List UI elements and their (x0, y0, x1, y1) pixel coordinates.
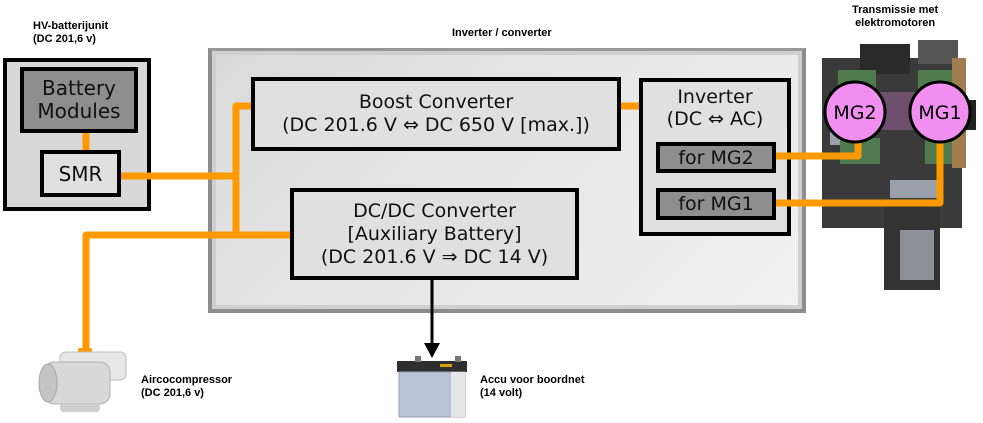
aircompressor-voltage: (DC 201,6 v) (141, 387, 204, 399)
boost-converter-spec: (DC 201.6 V ⇔ DC 650 V [max.]) (282, 114, 590, 136)
wire-bus-vertical (232, 102, 251, 235)
battery-unit-title-block: HV-batterijunit (DC 201,6 v) (33, 20, 108, 46)
battery-unit-title: HV-batterijunit (33, 20, 109, 32)
motor-mg1-circle (908, 80, 972, 144)
battery-modules-line1: Battery (41, 76, 117, 100)
battery-modules-box: Battery Modules (20, 67, 138, 133)
boost-converter-box: Boost Converter (DC 201.6 V ⇔ DC 650 V [… (251, 77, 621, 151)
aux-battery-label-block: Accu voor boordnet (14 volt) (480, 374, 585, 400)
inverter-mg2-box: for MG2 (656, 142, 776, 173)
boost-converter-title: Boost Converter (358, 91, 514, 113)
motor-mg1: MG1 (908, 80, 972, 144)
transmission-title-line2: elektromotoren (855, 17, 936, 29)
smr-label: SMR (58, 161, 103, 186)
battery-modules-line2: Modules (37, 99, 121, 123)
transmission-title-block: Transmissie met elektromotoren (852, 4, 938, 30)
inverter-title: Inverter (677, 86, 753, 108)
inverter-mg1-label: for MG1 (678, 193, 754, 215)
aux-battery-title: Accu voor boordnet (480, 374, 585, 386)
inverter-mg1-box: for MG1 (656, 188, 776, 220)
smr-box: SMR (40, 150, 121, 197)
motor-mg2-circle (823, 80, 887, 144)
dcdc-converter-spec: (DC 201.6 V ⇒ DC 14 V) (320, 245, 549, 268)
dcdc-converter-subtitle: [Auxiliary Battery] (347, 222, 522, 245)
arrow-head-icon (424, 343, 440, 358)
wire-mg2 (776, 140, 862, 160)
dcdc-converter-title: DC/DC Converter (353, 199, 516, 222)
battery-unit-voltage: (DC 201,6 v) (33, 33, 96, 45)
aux-battery-icon (397, 356, 467, 418)
dcdc-converter-box: DC/DC Converter [Auxiliary Battery] (DC … (290, 188, 579, 280)
hv-wiring (82, 102, 944, 350)
arrow-to-aux-battery (424, 280, 440, 358)
inverter-converter-title: Inverter / converter (452, 27, 552, 39)
wire-mg1 (776, 140, 944, 207)
inverter-spec: (DC ⇔ AC) (666, 108, 764, 130)
transmission-title-line1: Transmissie met (852, 4, 939, 16)
aux-battery-voltage: (14 volt) (480, 387, 523, 399)
motor-mg2-label: MG2 (833, 102, 876, 124)
wire-aircompressor (82, 231, 290, 350)
aircompressor-title: Aircocompressor (141, 374, 233, 386)
motor-mg1-label: MG1 (918, 102, 961, 124)
inverter-mg2-label: for MG2 (678, 146, 754, 169)
motor-mg2: MG2 (823, 80, 887, 144)
aircompressor-icon (38, 348, 127, 412)
aircompressor-label-block: Aircocompressor (DC 201,6 v) (141, 374, 232, 400)
